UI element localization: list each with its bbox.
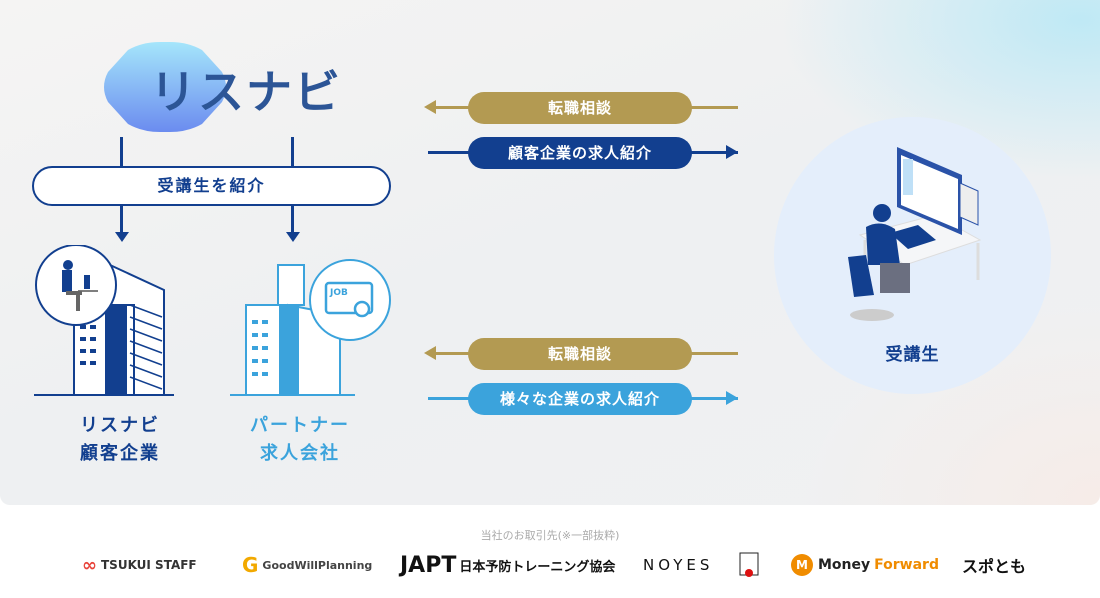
career-consult-pill-lower: 転職相談 xyxy=(468,338,692,370)
goodwill-g-icon: G xyxy=(242,553,259,577)
money-text: Money xyxy=(818,557,871,573)
partner-building-icon: JOB xyxy=(230,259,391,396)
arrow-down-icon xyxy=(115,232,129,242)
logo-money-forward: M Money Forward xyxy=(791,550,939,580)
tsukui-text: TSUKUI STAFF xyxy=(101,558,197,572)
job-badge-text: JOB xyxy=(329,288,348,298)
logo-supotomo: スポとも xyxy=(962,550,1026,580)
tsukui-rings-icon: ∞ xyxy=(82,554,97,576)
forward-text: Forward xyxy=(874,557,939,573)
client-company-label: リスナビ 顧客企業 xyxy=(60,412,180,468)
partners-title: 当社のお取引先(※一部抜粋) xyxy=(480,529,620,542)
logo-noyes: NOYES xyxy=(643,550,713,580)
brand-hexagon-icon xyxy=(104,42,226,132)
arrow-down-icon xyxy=(286,232,300,242)
supotomo-text: スポとも xyxy=(962,557,1027,576)
arrow-left-icon xyxy=(424,346,436,360)
introduce-students-banner: 受講生を紹介 xyxy=(32,166,391,206)
student-at-computer-icon xyxy=(848,147,982,321)
money-forward-icon: M xyxy=(791,554,813,576)
logo-japt: JAPT 日本予防トレーニング協会 xyxy=(400,550,615,580)
client-label-line1: リスナビ xyxy=(80,415,160,436)
student-label: 受講生 xyxy=(885,345,940,365)
client-job-intro-pill: 顧客企業の求人紹介 xyxy=(468,137,692,169)
connector-line xyxy=(120,206,123,232)
red-dot-logo-icon xyxy=(739,552,759,577)
goodwill-text: GoodWillPlanning xyxy=(262,558,373,572)
connector-line xyxy=(291,206,294,232)
client-building-icon xyxy=(34,245,174,396)
partner-label-line2: 求人会社 xyxy=(260,443,340,464)
japt-sub: 日本予防トレーニング協会 xyxy=(459,559,616,575)
client-label-line2: 顧客企業 xyxy=(80,443,160,464)
noyes-text: NOYES xyxy=(643,556,714,574)
japt-text: JAPT xyxy=(400,552,457,578)
logo-square-mark xyxy=(738,550,762,580)
connector-line xyxy=(291,137,294,166)
various-job-intro-pill: 様々な企業の求人紹介 xyxy=(468,383,692,415)
arrow-right-icon xyxy=(726,391,738,405)
connector-line xyxy=(120,137,123,166)
career-consult-pill-upper: 転職相談 xyxy=(468,92,692,124)
brand-logo: リスナビ xyxy=(150,65,342,119)
arrow-left-icon xyxy=(424,100,436,114)
diagram-stage: リスナビ 受講生を紹介 リスナビ 顧客企業 JOB パートナー 求人会社 転職相… xyxy=(0,0,1100,505)
partner-label-line1: パートナー xyxy=(250,415,350,436)
logo-tsukui-staff: ∞ TSUKUI STAFF xyxy=(82,550,197,580)
partner-company-label: パートナー 求人会社 xyxy=(240,412,360,468)
arrow-right-icon xyxy=(726,145,738,159)
logo-goodwillplanning: G GoodWillPlanning xyxy=(242,550,372,580)
